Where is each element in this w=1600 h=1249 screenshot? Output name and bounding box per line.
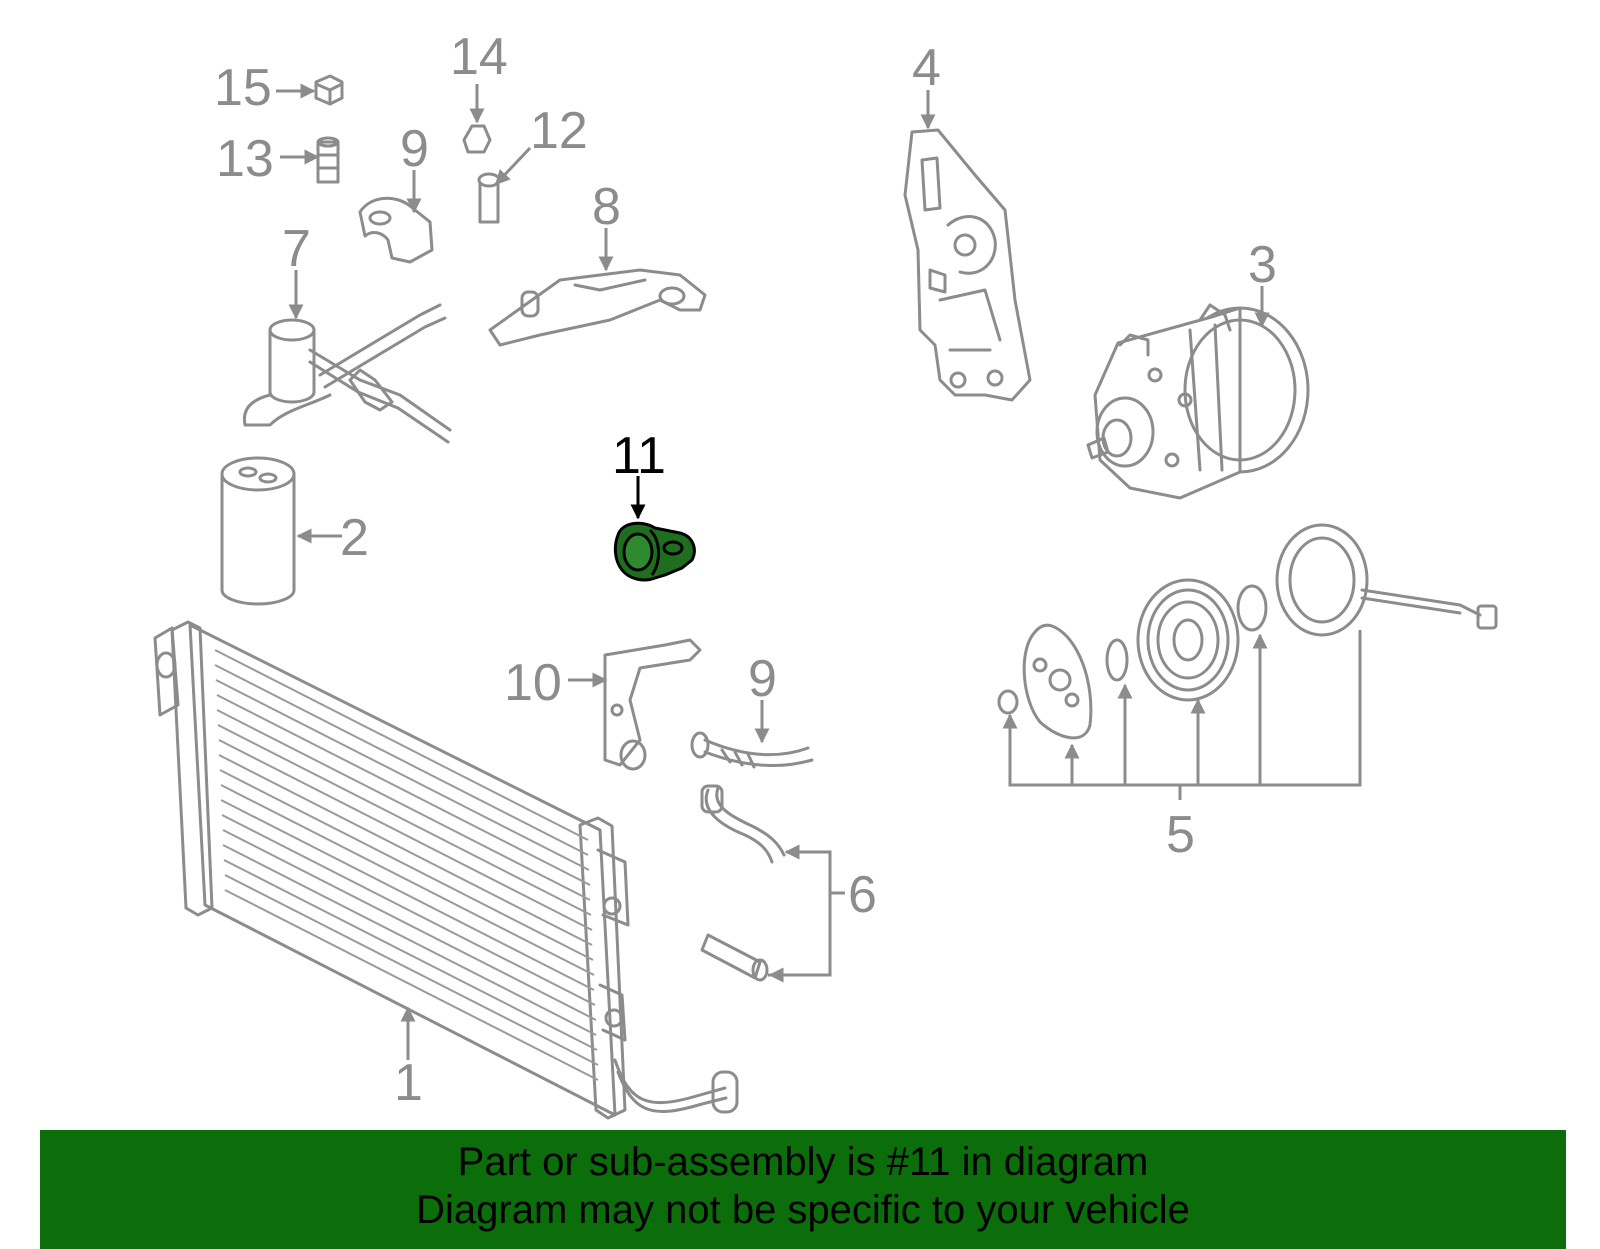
callout-9-top: 9 [400,120,429,178]
bracket-part [488,268,707,347]
support-bracket-part [603,638,702,771]
cap-part-12 [477,172,501,224]
callout-5: 5 [1166,806,1195,864]
callout-6: 6 [848,866,877,924]
callout-12: 12 [530,102,588,160]
hose-part-bottom [690,731,814,769]
valve-cap-part-14 [462,124,492,154]
compressor-bracket-part [903,128,1032,402]
callout-1: 1 [394,1054,423,1112]
callout-14: 14 [450,28,508,86]
hose-assembly-part [242,303,452,444]
callout-7: 7 [282,220,311,278]
callout-11: 11 [612,427,666,485]
callout-8: 8 [592,178,621,236]
callout-4: 4 [912,39,941,97]
callout-2: 2 [340,509,369,567]
banner-line-part: Part or sub-assembly is #11 in diagram [457,1140,1149,1184]
hose-part [700,784,845,983]
receiver-drier-part [220,456,296,606]
clutch-assembly-part [997,523,1498,800]
clamp-part-top [358,196,434,264]
switch-part-13 [316,136,340,184]
highlighted-part-11 [613,521,696,582]
info-banner: Part or sub-assembly is #11 in diagram D… [40,1130,1566,1249]
callout-15: 15 [214,59,272,117]
leader-arrows [276,83,1270,1060]
callout-3: 3 [1248,236,1277,294]
compressor-part [1086,303,1310,500]
banner-line-disclaimer: Diagram may not be specific to your vehi… [416,1188,1190,1232]
nut-part-15 [314,74,344,106]
condenser-part [153,620,739,1120]
callout-13: 13 [216,130,274,188]
callout-9-bottom: 9 [748,650,777,708]
callout-10: 10 [504,654,562,712]
